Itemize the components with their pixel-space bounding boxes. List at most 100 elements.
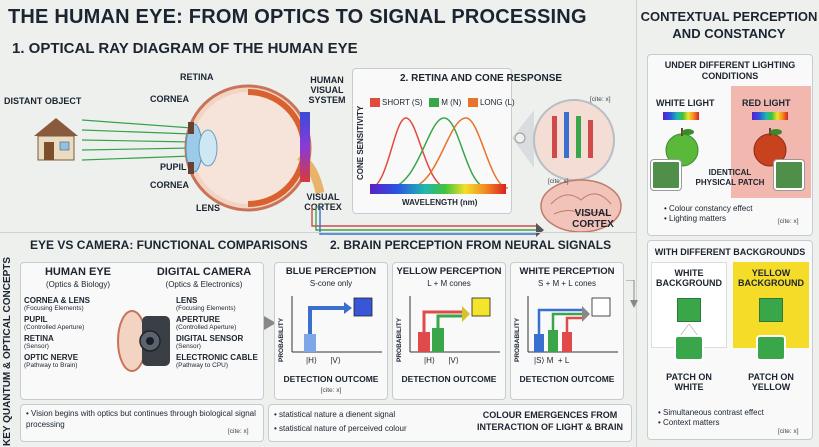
perception-heading: 2. BRAIN PERCEPTION FROM NEURAL SIGNALS xyxy=(330,238,612,252)
camera-item-sub: (Sensor) xyxy=(176,343,201,350)
patch-on-yellow xyxy=(759,298,783,322)
signal-pathway-arrows xyxy=(311,206,544,237)
comparison-heading: EYE VS CAMERA: FUNCTIONAL COMPARISONS xyxy=(30,238,308,252)
eye-item-sub: (Pathway to Brain) xyxy=(24,362,78,369)
comparison-note-panel xyxy=(20,404,264,442)
tick-label: |H⟩ xyxy=(424,356,435,365)
lens-label: LENS xyxy=(196,203,221,213)
wavelength-spectrum xyxy=(370,184,506,194)
page-title: THE HUMAN EYE: FROM OPTICS TO SIGNAL PRO… xyxy=(8,6,587,28)
eye-item-label: RETINA xyxy=(24,334,54,343)
perception-notes-panel xyxy=(268,404,632,442)
perception-to-context-arrow xyxy=(626,280,638,308)
yellow-ticks: |H⟩ |V⟩ xyxy=(424,356,504,365)
camera-column-sub: (Optics & Electronics) xyxy=(165,280,243,289)
background-cite: [cite: x] xyxy=(778,428,799,435)
tick-label: |S⟩ xyxy=(534,356,545,365)
background-note: • Simultaneous contrast effect xyxy=(658,408,764,417)
retina-magnifier xyxy=(512,99,615,181)
cone-curves xyxy=(369,117,508,189)
legend-medium: M (N) xyxy=(429,98,462,107)
lighting-notes: • Colour constancy effect • Lighting mat… xyxy=(664,204,752,224)
tick-label: |V⟩ xyxy=(448,356,459,365)
detection-xlabel-yellow: DETECTION OUTCOME xyxy=(401,374,497,384)
context-divider xyxy=(636,0,637,447)
ray-diagram-heading: 1. OPTICAL RAY DIAGRAM OF THE HUMAN EYE xyxy=(12,40,358,57)
camera-item-sub: (Controlled Aperture) xyxy=(176,324,237,331)
visual-pathway-bar xyxy=(300,112,310,182)
red-apple-icon xyxy=(753,128,787,167)
lighting-note: • Lighting matters xyxy=(664,214,726,223)
cornea-bottom-label: CORNEA xyxy=(150,180,190,190)
brain-cite: [cite: x] xyxy=(548,178,569,185)
cone-sensitivity-ylabel: CONE SENSITIVITY xyxy=(356,105,365,180)
background-notes: • Simultaneous contrast effect • Context… xyxy=(658,408,764,428)
probability-ylabel-white: PROBABILITY xyxy=(514,317,521,362)
comparison-to-perception-arrow xyxy=(264,316,276,330)
white-perception-graph xyxy=(527,296,618,353)
eye-item-label: PUPIL xyxy=(24,315,48,324)
retina-cite: [cite: x] xyxy=(590,96,611,103)
spectrum-strip-white xyxy=(663,112,699,120)
wavelength-xlabel: WAVELENGTH (nm) xyxy=(402,198,478,207)
backgrounds-heading: WITH DIFFERENT BACKGROUNDS xyxy=(654,247,806,257)
white-perception-title: WHITE PERCEPTION xyxy=(519,266,615,277)
red-light-label: RED LIGHT xyxy=(742,98,791,108)
cone-legend: SHORT (S) M (N) LONG (L) xyxy=(370,98,515,107)
probability-ylabel-yellow: PROBABILITY xyxy=(396,317,403,362)
tick-label: |V⟩ xyxy=(330,356,341,365)
patch-red-light xyxy=(773,159,805,191)
yellow-perception-title: YELLOW PERCEPTION xyxy=(396,266,502,277)
eye-items: CORNEA & LENS(Focusing Elements) PUPIL(C… xyxy=(24,296,120,369)
distant-object-label: DISTANT OBJECT xyxy=(4,96,82,106)
eye-item-sub: (Controlled Aperture) xyxy=(24,324,85,331)
camera-item-sub: (Pathway to CPU) xyxy=(176,362,229,369)
blue-perception-sub: S-cone only xyxy=(309,279,353,288)
eye-item-label: OPTIC NERVE xyxy=(24,353,79,362)
tick-label: + xyxy=(557,356,563,365)
lighting-note: • Colour constancy effect xyxy=(664,204,753,213)
retina-label: RETINA xyxy=(180,72,214,82)
detection-xlabel-blue: DETECTION OUTCOME xyxy=(283,374,379,384)
camera-item-label: ELECTRONIC CABLE xyxy=(176,353,258,362)
blue-perception-graph xyxy=(291,296,382,353)
eye-item-label: CORNEA & LENS xyxy=(24,296,90,305)
legend-long: LONG (L) xyxy=(467,98,515,107)
patch-on-white xyxy=(677,298,701,322)
white-bg-pointer xyxy=(674,324,704,361)
white-ticks: |S⟩ M + L xyxy=(534,356,620,365)
white-light-label: WHITE LIGHT xyxy=(656,98,715,108)
eye-item-sub: (Focusing Elements) xyxy=(24,305,84,312)
house-icon xyxy=(34,118,78,161)
eye-column-title: HUMAN EYE xyxy=(44,266,111,278)
perception-note-1: • statistical nature a dienent signal xyxy=(274,410,396,419)
legend-short: SHORT (S) xyxy=(370,98,423,107)
comparison-cite: [cite: x] xyxy=(228,428,249,435)
yellow-perception-sub: L + M cones xyxy=(427,279,471,288)
cornea-top-label: CORNEA xyxy=(150,94,190,104)
pupil-label: PUPIL xyxy=(160,162,187,172)
lighting-cite: [cite: x] xyxy=(778,218,799,225)
eye-item-sub: (Sensor) xyxy=(24,343,49,350)
retina-panel-heading: 2. RETINA AND CONE RESPONSE xyxy=(400,73,563,84)
green-apple-icon xyxy=(665,128,699,167)
blue-ticks: |H⟩ |V⟩ xyxy=(306,356,386,365)
background-note: • Context matters xyxy=(658,418,720,427)
perception-note-2: • statistical nature of perceived colour xyxy=(274,424,407,433)
eye-camera-illustration xyxy=(117,310,170,372)
camera-items: LENS(Focusing Elements) APERTURE(Control… xyxy=(176,296,262,369)
probability-ylabel-blue: PROBABILITY xyxy=(278,317,285,362)
white-perception-sub: S + M + L cones xyxy=(538,279,596,288)
camera-column-title: DIGITAL CAMERA xyxy=(156,266,252,278)
yellow-perception-graph xyxy=(409,296,500,353)
blue-perception-title: BLUE PERCEPTION xyxy=(285,266,377,277)
